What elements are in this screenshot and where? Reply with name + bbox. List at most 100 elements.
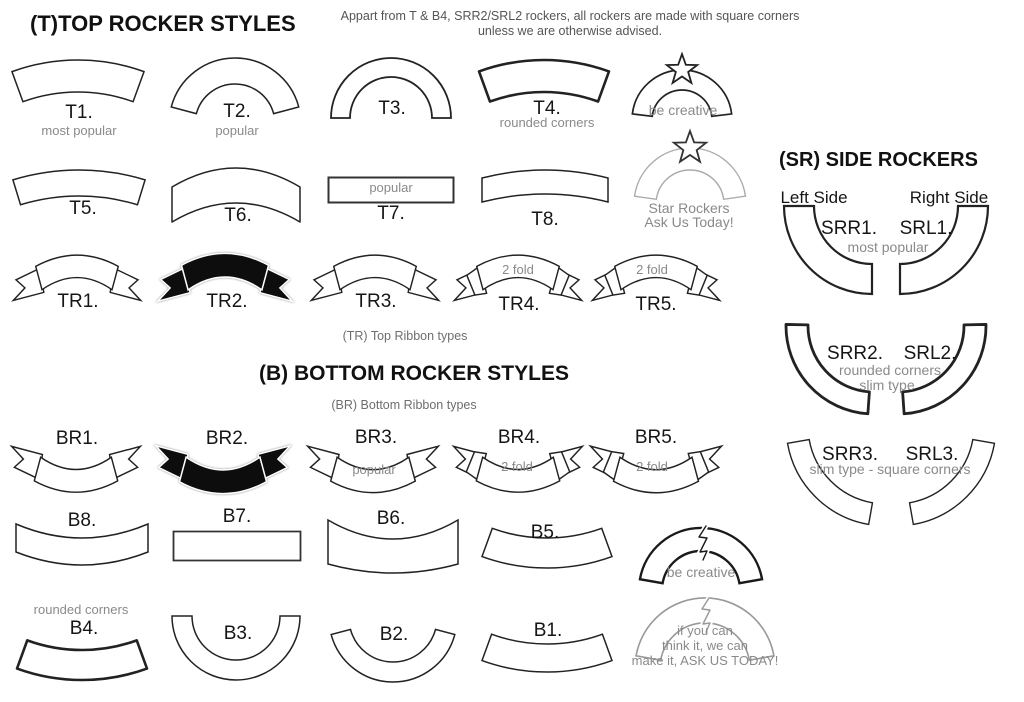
- bottom-rockers-title: (B) BOTTOM ROCKER STYLES: [259, 362, 569, 385]
- band-path: [481, 527, 613, 569]
- br3-label: BR3.: [354, 427, 398, 448]
- band-path: [330, 628, 456, 683]
- t2-note: popular: [215, 123, 259, 138]
- arch-path: [633, 147, 747, 201]
- t1-note: most popular: [41, 123, 117, 138]
- arch-path: [631, 69, 733, 118]
- ribbon-shape: [305, 444, 441, 494]
- rocker-t3-shape: [330, 57, 452, 119]
- ribbon-band: [33, 456, 119, 493]
- top-ribbon-caption: (TR) Top Ribbon types: [342, 329, 468, 343]
- top-rockers-title: (T)TOP ROCKER STYLES: [30, 11, 296, 36]
- t3-label: T3.: [378, 98, 406, 119]
- ribbon-tr1-shape: [11, 254, 143, 302]
- bolt2-line1: if you can: [677, 623, 733, 638]
- rocker-t5-shape: [11, 169, 147, 206]
- srr2-label: SRR2.: [827, 343, 883, 364]
- tr5-label: TR5.: [635, 294, 677, 315]
- band-path: [170, 57, 300, 115]
- ribbon-tr5-shape: [590, 254, 722, 302]
- rocker-b6-shape: [327, 518, 459, 574]
- br3-note: popular: [352, 462, 396, 477]
- band-path: [901, 323, 988, 416]
- star-icon: [664, 51, 700, 86]
- band-path: [15, 522, 149, 566]
- band-path: [171, 167, 301, 223]
- ribbon-band: [332, 254, 418, 291]
- rect-path: [172, 530, 302, 562]
- rocker-b8-shape: [15, 522, 149, 566]
- ribbon-shape: [153, 444, 293, 495]
- band-path: [11, 59, 145, 103]
- b4-label: B4.: [69, 618, 99, 639]
- ribbon-shape: [9, 445, 143, 493]
- ribbon-band: [612, 456, 700, 494]
- t4-label: T4.: [533, 98, 561, 119]
- rocker-b3-shape: [171, 615, 301, 681]
- br1-label: BR1.: [55, 428, 99, 449]
- arch-path: [635, 597, 775, 662]
- rocker-b1-shape: [481, 633, 613, 673]
- side-rocker-srr1-shape: [782, 204, 874, 296]
- rocker-b7-shape: [172, 530, 302, 562]
- arch-path: [638, 526, 764, 585]
- side-rockers-title: (SR) SIDE ROCKERS: [779, 149, 978, 171]
- ribbon-br4-shape: [451, 445, 585, 493]
- bolt2-line3: make it, ASK US TODAY!: [631, 653, 779, 668]
- t7-label: T7.: [377, 203, 405, 224]
- br4-note: 2 fold: [501, 459, 533, 474]
- ribbon-band: [34, 254, 120, 291]
- t1-label: T1.: [65, 102, 93, 123]
- t2-label: T2.: [223, 101, 251, 122]
- br5-label: BR5.: [634, 427, 678, 448]
- rocker-b4-shape: [15, 639, 149, 682]
- srr3-label: SRR3.: [822, 444, 878, 465]
- rocker-t1-shape: [11, 59, 145, 103]
- t8-label: T8.: [531, 209, 559, 230]
- bolt1-note: be creative: [666, 564, 736, 580]
- t7-note: popular: [369, 180, 413, 195]
- tr2-label: TR2.: [206, 291, 248, 312]
- ribbon-br1-shape: [9, 445, 143, 493]
- b7-label: B7.: [222, 506, 252, 527]
- tr5-note: 2 fold: [636, 262, 668, 277]
- srl3-label: SRL3.: [905, 444, 959, 465]
- left-side-label: Left Side: [780, 188, 848, 207]
- b5-label: B5.: [530, 522, 560, 543]
- band-path: [784, 323, 871, 416]
- band-path: [786, 438, 874, 526]
- star-rocker-2-shape: [633, 128, 747, 201]
- srl2-label: SRL2.: [903, 343, 957, 364]
- tr4-label: TR4.: [498, 294, 540, 315]
- ribbon-tr3-shape: [309, 254, 441, 302]
- band-path: [15, 639, 149, 682]
- tr4-note: 2 fold: [502, 262, 534, 277]
- ribbon-shape: [451, 445, 585, 493]
- t5-label: T5.: [69, 198, 97, 219]
- star2-note1: Star Rockers: [648, 200, 730, 216]
- band-path: [481, 169, 609, 203]
- ribbon-band: [329, 456, 417, 494]
- band-path: [330, 57, 452, 119]
- ribbon-band: [180, 252, 270, 292]
- b4-note: rounded corners: [33, 602, 129, 617]
- band-path: [171, 615, 301, 681]
- bolt-rocker-2-shape: [635, 596, 775, 662]
- side-pair1-note: most popular: [847, 239, 929, 255]
- ribbon-band: [178, 455, 268, 495]
- srl1-label: SRL1.: [899, 218, 953, 239]
- ribbon-br3-shape: [305, 444, 441, 494]
- star-icon: [671, 128, 709, 164]
- side-rocker-srl1-shape: [898, 204, 990, 296]
- rocker-b5-shape: [481, 527, 613, 569]
- band-path: [908, 438, 996, 526]
- ribbon-shape: [590, 254, 722, 302]
- corners-note-line1: Appart from T & B4, SRR2/SRL2 rockers, a…: [340, 9, 800, 23]
- ribbon-br5-shape: [588, 444, 724, 494]
- rocker-t2-shape: [170, 57, 300, 115]
- b6-label: B6.: [376, 508, 406, 529]
- rocker-t4-shape: [477, 58, 611, 103]
- band-path: [327, 518, 459, 574]
- br4-label: BR4.: [497, 427, 541, 448]
